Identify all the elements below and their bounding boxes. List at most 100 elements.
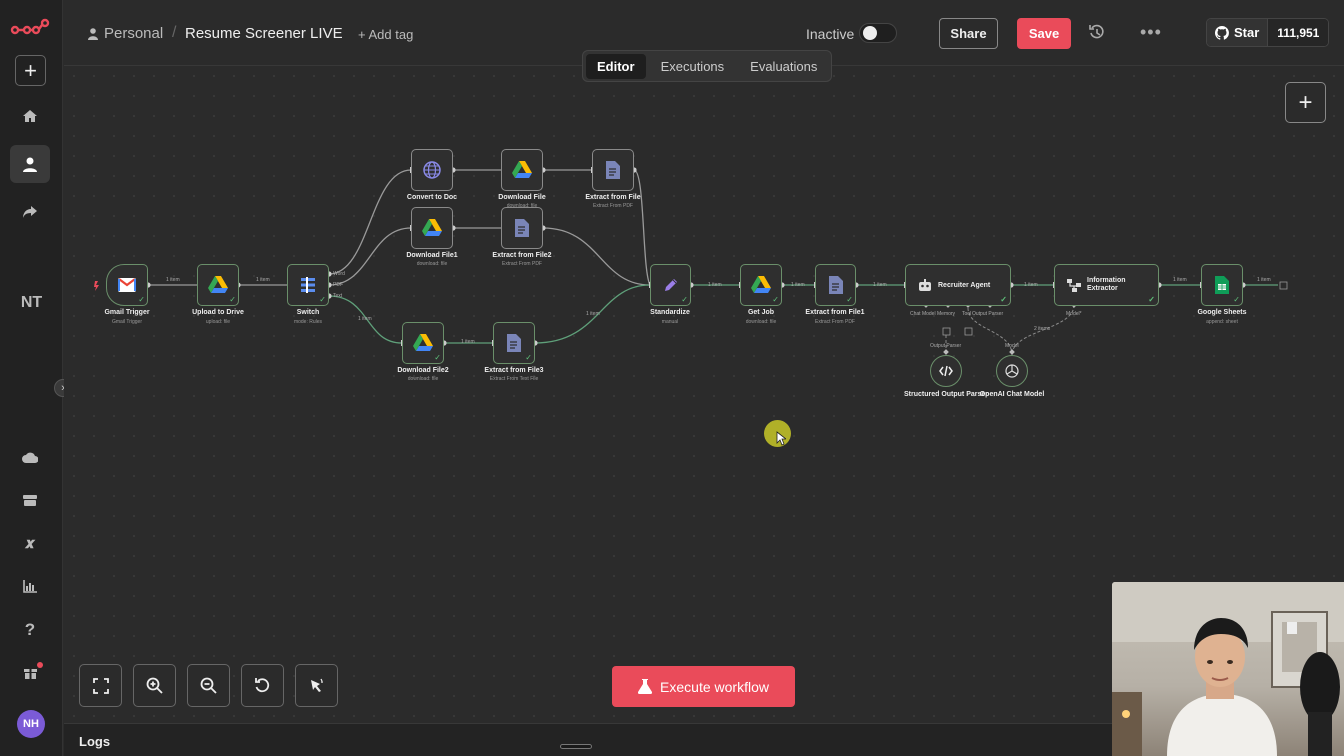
node-subtitle: Extract From Text File	[489, 376, 539, 382]
info-port-label: Model*	[1066, 311, 1082, 317]
logs-label: Logs	[79, 734, 111, 749]
file-extract-icon	[507, 334, 521, 352]
node-label: Switch	[296, 309, 320, 316]
node-download-file2[interactable]: ✓	[402, 322, 444, 364]
node-information-extractor[interactable]: Information Extractor ✓	[1054, 264, 1159, 306]
node-upload-to-drive[interactable]: ✓	[197, 264, 239, 306]
connection-switch-download1	[328, 227, 412, 286]
node-convert-to-doc[interactable]	[411, 149, 453, 191]
node-label: Extract from File1	[805, 309, 865, 316]
success-check-icon: ✓	[434, 353, 441, 362]
history-icon[interactable]	[1088, 23, 1106, 46]
node-extract-from-file[interactable]	[592, 149, 634, 191]
node-label: Upload to Drive	[192, 309, 244, 316]
fit-view-icon[interactable]	[79, 664, 122, 707]
zoom-out-icon[interactable]	[187, 664, 230, 707]
edge-label: 1 item	[1024, 282, 1038, 288]
node-subtitle: append: sheet	[1206, 319, 1238, 325]
file-extract-icon	[515, 219, 529, 237]
node-structured-output-parser[interactable]	[930, 355, 962, 387]
node-label: Convert to Doc	[406, 194, 458, 201]
save-button[interactable]: Save	[1017, 18, 1071, 49]
node-label: OpenAI Chat Model	[979, 391, 1045, 398]
user-icon	[88, 27, 98, 40]
node-google-sheets[interactable]: ✓	[1201, 264, 1243, 306]
node-download-file1[interactable]	[411, 207, 453, 249]
templates-icon[interactable]	[10, 481, 50, 519]
gift-icon[interactable]	[10, 653, 50, 691]
create-button[interactable]: +	[15, 55, 46, 86]
extractor-icon	[1067, 278, 1081, 292]
breadcrumb-personal[interactable]: Personal	[88, 25, 163, 42]
node-subtitle: manual	[661, 319, 679, 325]
add-tag-button[interactable]: + Add tag	[358, 27, 414, 42]
success-check-icon: ✓	[138, 295, 145, 304]
edge-label: 2 items	[1034, 326, 1051, 332]
node-standardize[interactable]: ✓	[650, 264, 691, 306]
cloud-icon[interactable]	[10, 438, 50, 476]
success-check-icon: ✓	[1000, 295, 1007, 304]
execute-workflow-label: Execute workflow	[660, 678, 769, 695]
node-extract-from-file2[interactable]	[501, 207, 543, 249]
node-label: Google Sheets	[1197, 309, 1247, 316]
mouse-pointer-icon	[776, 431, 786, 446]
node-extract-from-file3[interactable]: ✓	[493, 322, 535, 364]
avatar[interactable]: NH	[17, 710, 45, 738]
insights-icon[interactable]	[10, 567, 50, 605]
success-check-icon: ✓	[681, 295, 688, 304]
github-star-button[interactable]: Star	[1207, 19, 1269, 46]
openai-icon	[1005, 364, 1019, 378]
tab-editor[interactable]: Editor	[586, 53, 646, 79]
edge-label: 1 item	[461, 339, 475, 345]
node-subtitle: download: file	[506, 203, 538, 209]
github-star-label: Star	[1234, 25, 1260, 40]
project-initials[interactable]: NT	[20, 294, 43, 311]
execute-workflow-button[interactable]: Execute workflow	[612, 666, 795, 707]
node-subtitle: Extract From PDF	[592, 203, 633, 209]
tidy-up-icon[interactable]	[295, 664, 338, 707]
github-icon	[1215, 25, 1229, 40]
google-drive-icon	[751, 276, 771, 293]
toggle-knob	[863, 26, 877, 40]
edge-label: 1 item	[256, 277, 270, 283]
node-get-job[interactable]: ✓	[740, 264, 782, 306]
success-check-icon: ✓	[772, 295, 779, 304]
personal-icon[interactable]	[10, 145, 50, 183]
success-check-icon: ✓	[525, 353, 532, 362]
help-icon[interactable]: ?	[24, 620, 36, 639]
node-label: Recruiter Agent	[938, 281, 991, 289]
node-subtitle: download: file	[745, 319, 777, 325]
node-switch[interactable]: ✓	[287, 264, 329, 306]
node-download-file[interactable]	[501, 149, 543, 191]
globe-icon	[423, 161, 441, 179]
file-extract-icon	[828, 276, 843, 294]
n8n-logo[interactable]	[10, 18, 50, 43]
node-label: Get Job	[747, 309, 775, 316]
variables-icon[interactable]: 𝒙	[25, 534, 35, 552]
reset-zoom-icon[interactable]	[241, 664, 284, 707]
google-drive-icon	[208, 276, 228, 293]
github-star-widget[interactable]: Star 111,951	[1206, 18, 1330, 47]
presenter-video	[1112, 582, 1344, 756]
edge-label: 1 item	[358, 316, 372, 322]
home-icon[interactable]	[10, 97, 50, 135]
node-recruiter-agent[interactable]: Recruiter Agent ✓	[905, 264, 1011, 306]
node-extract-from-file1[interactable]: ✓	[815, 264, 856, 306]
tab-executions[interactable]: Executions	[660, 58, 725, 74]
workflow-canvas[interactable]	[64, 66, 1344, 723]
logs-resize-handle[interactable]	[560, 744, 592, 749]
share-button[interactable]: Share	[939, 18, 998, 49]
node-label: Gmail Trigger	[104, 309, 150, 316]
activation-toggle[interactable]	[859, 23, 897, 43]
node-openai-chat-model[interactable]	[996, 355, 1028, 387]
flask-icon	[638, 679, 653, 694]
zoom-in-icon[interactable]	[133, 664, 176, 707]
workflow-name[interactable]: Resume Screener LIVE	[185, 25, 343, 42]
tab-evaluations[interactable]: Evaluations	[750, 58, 818, 74]
node-gmail-trigger[interactable]: ✓	[106, 264, 148, 306]
add-node-button[interactable]: +	[1285, 82, 1326, 123]
agent-port-label: Chat Model	[910, 311, 936, 317]
more-options-icon[interactable]: •••	[1140, 22, 1162, 42]
node-label: Download File1	[406, 252, 458, 259]
shared-icon[interactable]	[10, 193, 50, 231]
